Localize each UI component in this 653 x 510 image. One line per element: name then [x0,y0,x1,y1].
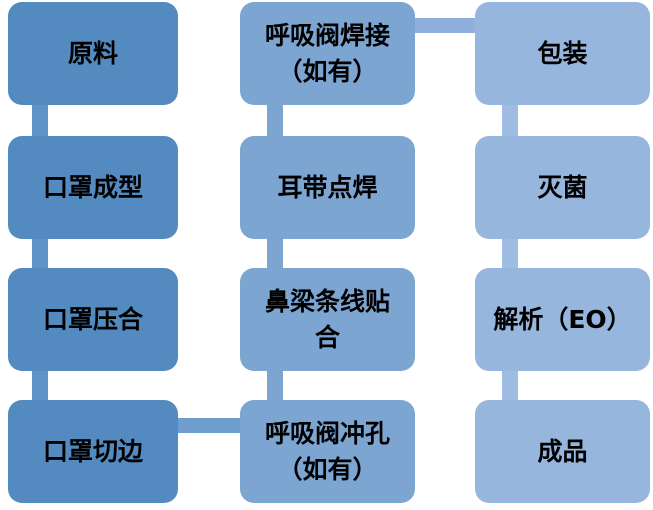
connector-ear-strap-to-nose-bridge [267,236,283,271]
step-eo-desorption: 解析（EO） [475,268,650,371]
step-raw-material: 原料 [8,2,178,105]
step-sterilization: 灭菌 [475,136,650,239]
step-mask-edge-cutting: 口罩切边 [8,400,178,503]
connector-sterilization-to-desorption [502,236,518,271]
step-valve-welding: 呼吸阀焊接 （如有） [240,2,415,105]
connector-valve-welding-to-packaging [413,18,477,33]
step-finished-product: 成品 [475,400,650,503]
connector-pressing-to-edge-cutting [32,368,48,403]
step-mask-forming: 口罩成型 [8,136,178,239]
connector-packaging-to-sterilization [502,102,518,139]
connector-raw-material-to-forming [32,102,48,139]
step-ear-strap-welding: 耳带点焊 [240,136,415,239]
connector-forming-to-pressing [32,236,48,271]
connector-nose-bridge-to-valve-punch [267,368,283,403]
connector-valve-welding-to-ear-strap [267,102,283,139]
connector-edge-cutting-to-valve-punch [176,418,242,433]
connector-desorption-to-finished [502,368,518,403]
step-mask-pressing: 口罩压合 [8,268,178,371]
step-packaging: 包装 [475,2,650,105]
step-valve-punching: 呼吸阀冲孔 （如有） [240,400,415,503]
step-nose-bridge-lamination: 鼻梁条线贴 合 [240,268,415,371]
